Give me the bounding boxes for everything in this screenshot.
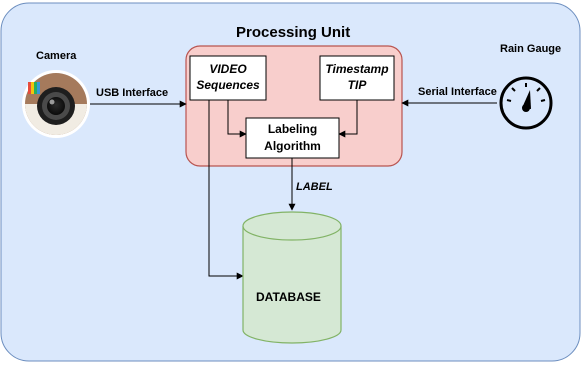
- timestamp-tip-box: [319, 55, 395, 101]
- database-cylinder: [242, 211, 342, 344]
- video-sequences-line1: VIDEO: [209, 62, 247, 76]
- timestamp-tip-text: Timestamp TIP: [320, 61, 394, 93]
- video-sequences-line2: Sequences: [196, 78, 260, 92]
- serial-interface-label: Serial Interface: [418, 86, 497, 98]
- system-background: [0, 2, 581, 362]
- usb-interface-label: USB Interface: [96, 87, 169, 99]
- video-to-labeling-arrow: [227, 100, 247, 138]
- tip-to-labeling-arrow: [338, 100, 358, 138]
- labeling-algorithm-line1: Labeling: [267, 122, 318, 136]
- processing-unit-title: Processing Unit: [236, 24, 351, 41]
- labeling-algorithm-line2: Algorithm: [264, 139, 321, 153]
- label-edge-text: LABEL: [296, 181, 333, 193]
- video-to-database-arrow: [208, 100, 244, 280]
- camera-icon: [22, 70, 90, 138]
- labeling-algorithm-text: Labeling Algorithm: [246, 121, 339, 155]
- camera-label: Camera: [36, 50, 77, 62]
- database-label: DATABASE: [256, 290, 321, 304]
- timestamp-tip-line2: TIP: [347, 78, 367, 92]
- rain-gauge-label: Rain Gauge: [500, 43, 562, 55]
- timestamp-tip-line1: Timestamp: [325, 62, 389, 76]
- labeling-algorithm-box: [245, 117, 340, 159]
- gauge-icon: [499, 76, 553, 130]
- video-sequences-text: VIDEO Sequences: [190, 61, 266, 93]
